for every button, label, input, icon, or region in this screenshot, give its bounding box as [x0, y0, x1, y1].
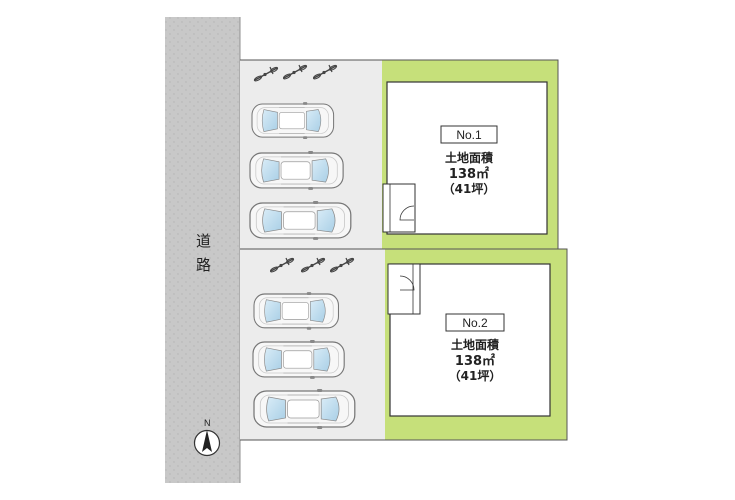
lot-1-car-icon-2 — [249, 150, 344, 191]
lot-2-number-box — [445, 313, 505, 332]
north-arrow-icon: N — [193, 418, 221, 457]
lot-1-area-tsubo: （41坪） — [443, 181, 496, 196]
lot-1: No.1 土地面積 138㎡ （41坪） — [240, 59, 559, 250]
lot-1-entrance-door-icon — [382, 183, 416, 233]
lot-1-number: No.1 — [456, 128, 482, 142]
road-label-char-2: 路 — [196, 256, 211, 274]
lot-2-car-icon-3 — [253, 388, 356, 430]
lot-1-number-box — [440, 125, 498, 144]
lot-1-car-icon-1 — [251, 101, 335, 140]
lot-1-area-title: 土地面積 — [445, 150, 494, 165]
road-strip — [165, 17, 240, 483]
lot-2-number: No.2 — [462, 316, 488, 330]
north-label: N — [204, 418, 211, 428]
lot-2-car-icon-1 — [253, 291, 340, 331]
lot-1-car-icon-3 — [249, 200, 352, 241]
lot-2-area-m2: 138㎡ — [455, 353, 495, 369]
road: 道 路 — [165, 17, 241, 483]
lot-2-area-title: 土地面積 — [451, 337, 500, 352]
lot-1-area-m2: 138㎡ — [449, 166, 489, 182]
lot-2-car-icon-2 — [252, 339, 345, 380]
lot-2: No.2 土地面積 138㎡ （41坪） — [240, 248, 568, 441]
lot-2-area-tsubo: （41坪） — [449, 368, 502, 383]
lot-2-entrance-door-icon — [387, 263, 421, 315]
road-label-char-1: 道 — [196, 232, 211, 250]
